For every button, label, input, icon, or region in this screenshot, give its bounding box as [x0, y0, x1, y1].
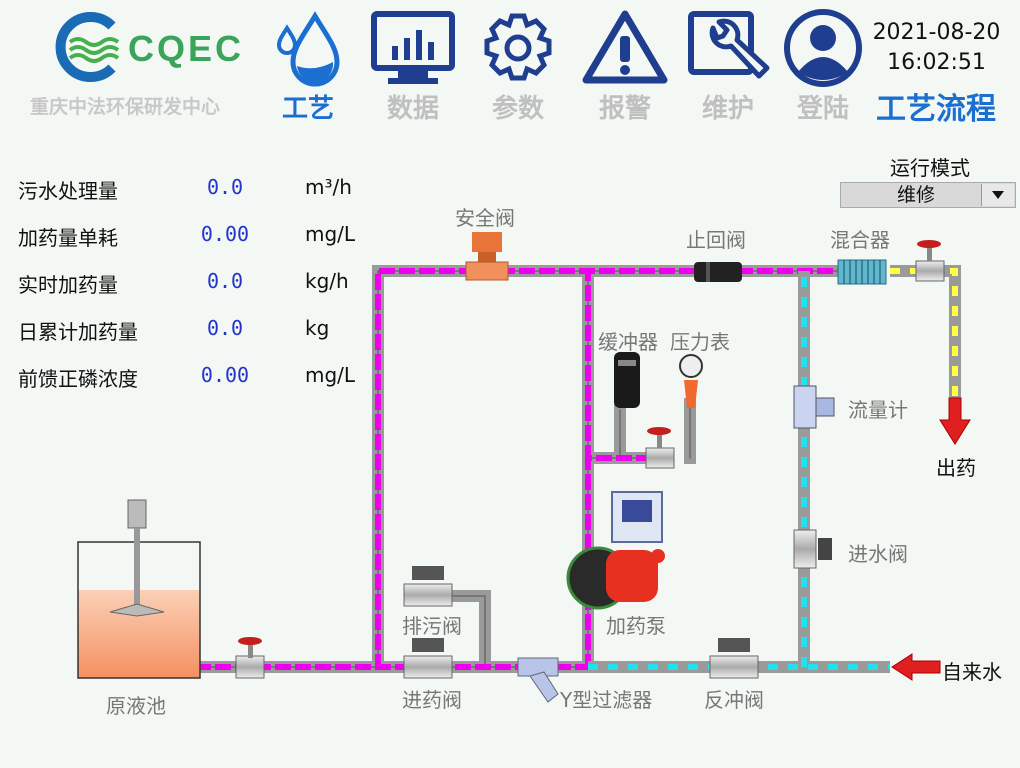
label-dosing-pump: 加药泵 — [606, 614, 666, 638]
outlet-arrow-icon — [939, 397, 971, 445]
feed-valve[interactable] — [403, 638, 453, 679]
safety-valve[interactable] — [465, 232, 509, 281]
data-monitor-icon — [371, 11, 455, 84]
raw-liquid-tank[interactable] — [77, 499, 201, 679]
process-drop-icon — [276, 11, 340, 87]
outlet-valve[interactable] — [915, 240, 945, 282]
water-inlet-valve[interactable] — [793, 529, 832, 569]
alarm-warning-icon — [582, 10, 668, 84]
label-buffer: 缓冲器 — [598, 330, 658, 354]
label-outlet: 出药 — [936, 456, 976, 480]
tap-water-arrow-icon — [891, 653, 941, 681]
label-safety-valve: 安全阀 — [455, 206, 515, 230]
dropdown-button[interactable] — [981, 184, 1014, 206]
metric-unit: mg/L — [305, 363, 356, 387]
run-mode-select[interactable]: 维修 — [840, 182, 1016, 208]
login-user-icon — [784, 9, 862, 87]
nav-data[interactable]: 数据 — [368, 8, 458, 124]
metric-label: 前馈正磷浓度 — [18, 367, 138, 391]
metric-value: 0.0 — [206, 269, 244, 293]
brand-name: CQEC — [128, 28, 245, 69]
mixer[interactable] — [837, 259, 887, 285]
label-feed-valve: 进药阀 — [402, 688, 462, 712]
nav-label: 数据 — [386, 94, 439, 124]
label-check-valve: 止回阀 — [686, 228, 746, 252]
label-y-filter: Y型过滤器 — [560, 688, 653, 712]
label-tap-water: 自来水 — [942, 660, 1002, 684]
pressure-gauge[interactable] — [679, 354, 703, 408]
datetime: 2021-08-20 16:02:51 — [869, 18, 1004, 78]
metric-label: 污水处理量 — [18, 179, 118, 203]
nav-login[interactable]: 登陆 — [778, 8, 868, 124]
backflush-valve[interactable] — [709, 638, 759, 679]
nav-label: 报警 — [598, 94, 651, 124]
metric-label: 日累计加药量 — [18, 320, 138, 344]
label-inlet-water-valve: 进水阀 — [848, 542, 908, 566]
drain-valve[interactable] — [403, 566, 453, 607]
chemical-pipes — [192, 265, 846, 673]
label-pressure-gauge: 压力表 — [670, 330, 730, 354]
metric-unit: m³/h — [305, 175, 352, 199]
metric-unit: kg/h — [305, 269, 349, 293]
run-mode-label: 运行模式 — [890, 156, 970, 180]
outlet-pipe — [890, 265, 961, 398]
maintenance-wrench-icon — [688, 11, 770, 79]
metric-unit: mg/L — [305, 222, 356, 246]
chevron-down-icon — [992, 191, 1004, 199]
nav-alarm[interactable]: 报警 — [580, 8, 670, 124]
metric-label: 加药量单耗 — [18, 226, 118, 250]
label-flowmeter: 流量计 — [848, 398, 908, 422]
label-drain-valve: 排污阀 — [402, 614, 462, 638]
metric-label: 实时加药量 — [18, 273, 118, 297]
nav-label: 工艺 — [281, 94, 334, 124]
nav-label: 维护 — [701, 94, 754, 124]
label-mixer: 混合器 — [830, 228, 890, 252]
brand-subtitle: 重庆中法环保研发中心 — [30, 96, 221, 118]
nav-parameters[interactable]: 参数 — [473, 8, 563, 124]
metric-value: 0.0 — [206, 175, 244, 199]
run-mode-value: 维修 — [896, 184, 935, 206]
check-valve[interactable] — [694, 262, 742, 282]
label-tank: 原液池 — [106, 694, 166, 718]
brand-logo — [50, 12, 125, 82]
nav-process[interactable]: 工艺 — [263, 8, 353, 124]
dosing-pump[interactable] — [566, 491, 665, 610]
parameter-gear-icon — [484, 13, 552, 81]
buffer-branch-valve[interactable] — [645, 427, 675, 469]
buffer[interactable] — [614, 352, 640, 408]
cqec-logo-icon — [55, 12, 120, 82]
metric-value: 0.0 — [206, 316, 244, 340]
metric-unit: kg — [305, 316, 330, 340]
metric-value: 0.00 — [200, 363, 250, 387]
nav-label: 参数 — [491, 94, 544, 124]
label-backflush-valve: 反冲阀 — [704, 688, 764, 712]
nav-maintenance[interactable]: 维护 — [683, 8, 773, 124]
tank-outlet-valve[interactable] — [235, 637, 265, 679]
date-text: 2021-08-20 — [872, 20, 1001, 45]
y-filter[interactable] — [517, 657, 559, 703]
metric-value: 0.00 — [200, 222, 250, 246]
time-text: 16:02:51 — [887, 50, 986, 75]
nav-label: 登陆 — [796, 94, 849, 124]
page-title: 工艺流程 — [876, 92, 996, 127]
flowmeter[interactable] — [793, 385, 835, 429]
